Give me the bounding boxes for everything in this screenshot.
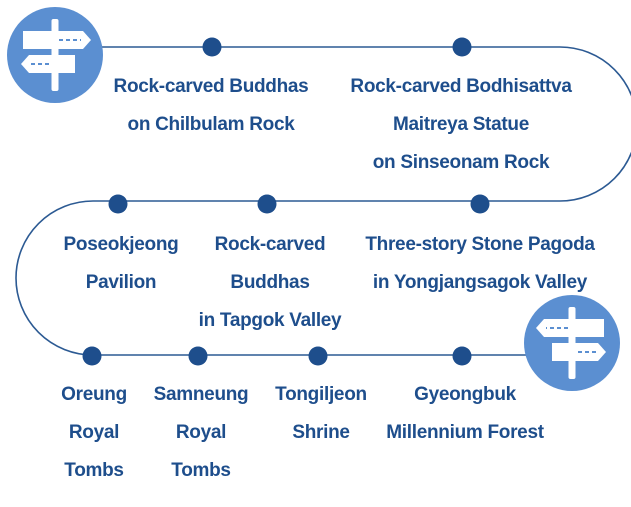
stop-dot-yongjangsagok bbox=[470, 194, 490, 214]
stop-label-line: Samneung bbox=[153, 384, 249, 405]
stop-label-line: Oreung bbox=[61, 384, 127, 405]
stop-label-line: Poseokjeong bbox=[63, 234, 179, 255]
stop-dot-chilbulam bbox=[202, 37, 222, 57]
end-signpost-icon bbox=[524, 295, 620, 391]
stop-label-line: Rock-carved Bodhisattva bbox=[350, 76, 572, 97]
stop-dot-tapgok bbox=[257, 194, 277, 214]
route-path bbox=[15, 46, 631, 356]
stop-label-line: on Sinseonam Rock bbox=[372, 152, 550, 173]
stop-dot-poseokjeong bbox=[108, 194, 128, 214]
stop-label-line: Rock-carved Buddhas bbox=[113, 76, 309, 97]
stop-label-line: Royal bbox=[175, 422, 227, 443]
stop-label-line: Maitreya Statue bbox=[393, 114, 529, 135]
stop-dot-oreung bbox=[82, 346, 102, 366]
stop-label-line: Three-story Stone Pagoda bbox=[365, 234, 595, 255]
stop-dot-samneung bbox=[188, 346, 208, 366]
stop-label-chilbulam: Rock-carved Buddhas on Chilbulam Rock bbox=[114, 68, 309, 144]
stop-label-line: in Tapgok Valley bbox=[198, 310, 342, 331]
stop-label-line: Tongiljeon bbox=[275, 384, 367, 405]
stop-label-line: on Chilbulam Rock bbox=[127, 114, 295, 135]
stop-label-line: Buddhas bbox=[230, 272, 310, 293]
stop-label-line: Rock-carved bbox=[214, 234, 326, 255]
stop-label-line: Shrine bbox=[292, 422, 350, 443]
stop-dot-sinseonam bbox=[452, 37, 472, 57]
stop-label-line: Tombs bbox=[64, 460, 124, 481]
stop-label-line: Pavilion bbox=[85, 272, 157, 293]
stop-label-line: Millennium Forest bbox=[386, 422, 544, 443]
stop-label-line: Tombs bbox=[171, 460, 231, 481]
stop-label-line: in Yongjangsagok Valley bbox=[372, 272, 588, 293]
start-signpost-icon bbox=[7, 7, 103, 103]
stop-label-yongjangsagok: Three-story Stone Pagoda in Yongjangsagok… bbox=[365, 226, 595, 302]
stop-dot-tongiljeon bbox=[308, 346, 328, 366]
stop-label-line: Gyeongbuk bbox=[414, 384, 516, 405]
stop-dot-gyeongbuk bbox=[452, 346, 472, 366]
stop-label-line: Royal bbox=[68, 422, 120, 443]
